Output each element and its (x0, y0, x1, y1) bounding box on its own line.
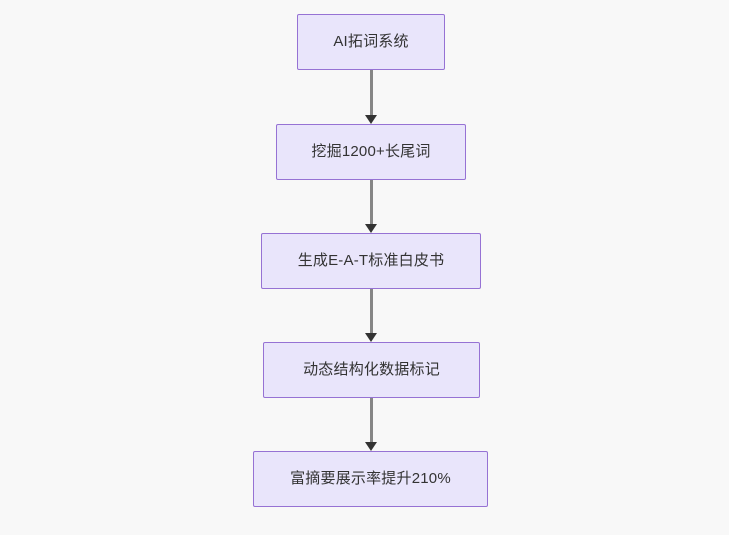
flowchart-node-5-label: 富摘要展示率提升210% (290, 470, 451, 487)
flowchart-node-4[interactable]: 动态结构化数据标记 (263, 342, 480, 398)
flowchart-node-3[interactable]: 生成E-A-T标准白皮书 (261, 233, 481, 289)
flowchart-node-1-label: AI拓词系统 (333, 33, 409, 50)
edge-line (369, 398, 373, 443)
flowchart-node-4-label: 动态结构化数据标记 (303, 361, 440, 378)
arrow-down-icon (365, 442, 377, 451)
flowchart-node-3-label: 生成E-A-T标准白皮书 (297, 252, 445, 269)
arrow-down-icon (365, 115, 377, 124)
flowchart-node-5[interactable]: 富摘要展示率提升210% (253, 451, 488, 507)
flowchart-node-2-label: 挖掘1200+长尾词 (311, 143, 431, 160)
arrow-down-icon (365, 224, 377, 233)
arrow-down-icon (365, 333, 377, 342)
edge-line (369, 289, 373, 334)
edge-line (369, 70, 373, 116)
flowchart-node-1[interactable]: AI拓词系统 (297, 14, 445, 70)
edge-line (369, 180, 373, 225)
flowchart-node-2[interactable]: 挖掘1200+长尾词 (276, 124, 466, 180)
